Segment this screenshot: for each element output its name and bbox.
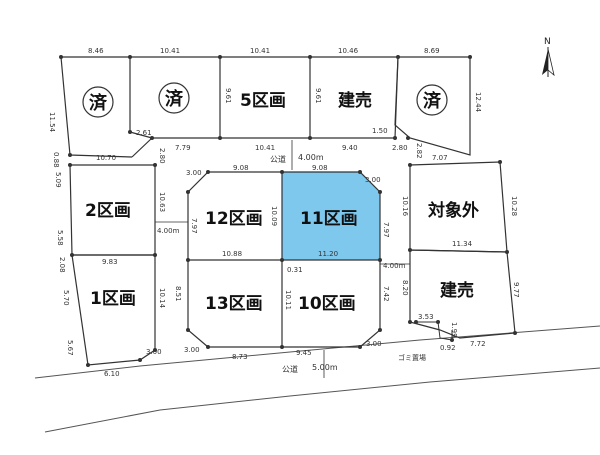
left-road-width: 4.00m: [157, 227, 180, 235]
dim-r1-6: 2.80: [392, 144, 408, 152]
dim-lot13-side: 8.51: [174, 286, 182, 302]
dim-left-5: 2.08: [58, 257, 66, 273]
dim-excluded-side: 10.16: [401, 196, 409, 217]
dim-excluded-right: 10.28: [510, 196, 518, 216]
dim-lot10-side: 10.11: [284, 290, 292, 310]
dim-lot12-side: 7.97: [190, 218, 198, 234]
lot-12-label: 12区画: [205, 209, 263, 229]
lot-2-label: 2区画: [85, 201, 131, 221]
dim-r1-4: 9.40: [342, 144, 358, 152]
dim-lot1-side: 10.14: [158, 288, 166, 309]
lot-11-label: 11区画: [300, 209, 358, 229]
dim-lot12-top: 9.08: [233, 164, 249, 172]
dim-r1-2: 7.79: [175, 144, 191, 152]
dim-top-2: 10.41: [160, 47, 180, 55]
dim-lot2-side: 10.63: [158, 192, 166, 212]
dim-lot2-top: 10.70: [96, 154, 116, 162]
dim-left-6: 5.70: [62, 290, 70, 306]
dim-lot11-small: 0.31: [287, 266, 303, 274]
dim-r1-7: 2.82: [415, 143, 423, 159]
dim-left-4: 5.58: [56, 230, 64, 246]
svg-text:済: 済: [423, 90, 442, 112]
lot-ready-built-right-label: 建売: [440, 280, 474, 301]
dim-lot10-bottom: 9.45: [296, 349, 312, 357]
road-width-arrows: [155, 140, 410, 378]
dim-lot11-top: 9.08: [312, 164, 328, 172]
dim-lot11-bottom: 11.20: [318, 250, 338, 258]
lot-excluded-label: 対象外: [427, 200, 479, 221]
compass-north-label: N: [544, 37, 551, 47]
dim-top-3: 10.41: [250, 47, 270, 55]
bottom-road-label: 公道: [282, 364, 298, 374]
dim-excluded-top: 7.07: [432, 154, 448, 162]
bottom-road-width: 5.00m: [312, 363, 338, 372]
lot-11-fill: [282, 172, 380, 260]
dim-lot13-corner: 3.00: [184, 346, 200, 354]
inner-road-label: 公道: [270, 154, 286, 164]
dim-garbage-a: 3.53: [418, 313, 434, 321]
dim-top-1: 8.46: [88, 47, 104, 55]
dim-lot11-corner: 3.00: [365, 176, 381, 184]
dim-lot11-side: 7.97: [382, 222, 390, 238]
dim-left-1: 11.54: [48, 112, 56, 133]
dim-garbage-c: 0.92: [440, 344, 456, 352]
garbage-area: [416, 321, 453, 341]
dim-lot12-bottom: 10.88: [222, 250, 242, 258]
compass-icon: N: [542, 37, 555, 77]
dim-top-5: 8.69: [424, 47, 440, 55]
dim-top-4: 10.46: [338, 47, 359, 55]
lot-13-label: 13区画: [205, 294, 263, 314]
svg-text:済: 済: [165, 88, 184, 110]
road-boundary-upper: [34, 325, 600, 379]
sold-mark-1: 済: [82, 86, 114, 118]
dim-ready-right-side: 8.20: [401, 280, 409, 296]
sold-mark-2: 済: [158, 82, 190, 114]
dim-lot1-corner: 3.00: [146, 348, 162, 356]
dim-lot13-bottom: 8.73: [232, 353, 248, 361]
right-road-width: 4.00m: [383, 262, 406, 270]
dim-garbage-b: 1.99: [450, 322, 458, 338]
right-lots: [409, 161, 516, 339]
garbage-label: ゴミ置場: [398, 353, 426, 362]
dim-excluded-bottom: 11.34: [452, 240, 473, 248]
dim-lot10-corner: 3.00: [366, 340, 382, 348]
dim-lot10-right: 7.42: [382, 286, 390, 302]
dim-ready-right-right: 9.77: [512, 282, 520, 298]
dim-lot2-corner: 2.80: [158, 148, 166, 164]
dim-r1-1: 2.61: [136, 129, 152, 137]
dim-lot12-corner: 3.00: [186, 169, 202, 177]
lot-ready-built-top-label: 建売: [338, 90, 372, 111]
dim-tatemono-height: 9.61: [314, 88, 322, 104]
dim-lot1-top: 9.83: [102, 258, 118, 266]
inner-road-width: 4.00m: [298, 153, 324, 162]
dim-ready-right-bottom: 7.72: [470, 340, 486, 348]
lot-10-label: 10区画: [298, 294, 356, 314]
dim-left-3: 5.09: [54, 172, 62, 188]
dim-r1-3: 10.41: [255, 144, 275, 152]
dim-right-top: 12.44: [474, 92, 482, 113]
road-boundary-lower: [44, 367, 600, 433]
svg-text:済: 済: [89, 92, 108, 114]
lot-1-label: 1区画: [90, 289, 136, 309]
dim-r1-5: 1.50: [372, 127, 388, 135]
dim-lot1-bottom: 6.10: [104, 370, 120, 378]
dim-left-7: 5.67: [66, 340, 74, 356]
dim-lot12-right: 10.09: [270, 206, 278, 226]
sold-mark-3: 済: [416, 84, 448, 116]
dim-lot5-height: 9.61: [224, 88, 232, 104]
dim-left-2: 0.88: [52, 152, 60, 168]
lot-5-label: 5区画: [240, 91, 286, 111]
